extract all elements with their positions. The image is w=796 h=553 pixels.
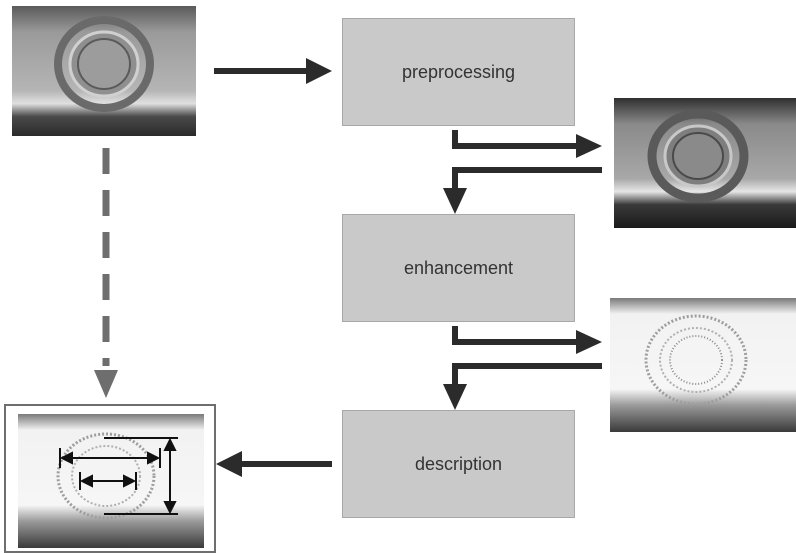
arrow-original-to-preprocessing bbox=[214, 58, 332, 84]
result-frame bbox=[4, 404, 216, 553]
enhancement-label: enhancement bbox=[403, 257, 514, 278]
measured-image bbox=[18, 414, 204, 548]
arrow-preprocessing-to-image bbox=[452, 130, 602, 158]
enhanced-image bbox=[610, 298, 796, 432]
preprocessing-label: preprocessing bbox=[401, 61, 516, 82]
preprocessing-box: preprocessing bbox=[342, 18, 575, 126]
dashed-arrow-original-to-result bbox=[94, 148, 118, 398]
preprocessed-image bbox=[614, 98, 796, 228]
arrow-image-to-enhancement bbox=[443, 167, 602, 214]
original-image bbox=[12, 6, 196, 136]
description-box: description bbox=[342, 410, 575, 518]
arrow-enhancement-to-image bbox=[452, 326, 602, 354]
arrow-image-to-description bbox=[443, 363, 602, 410]
enhancement-box: enhancement bbox=[342, 214, 575, 322]
arrow-description-to-result bbox=[216, 451, 332, 477]
description-label: description bbox=[414, 453, 503, 474]
